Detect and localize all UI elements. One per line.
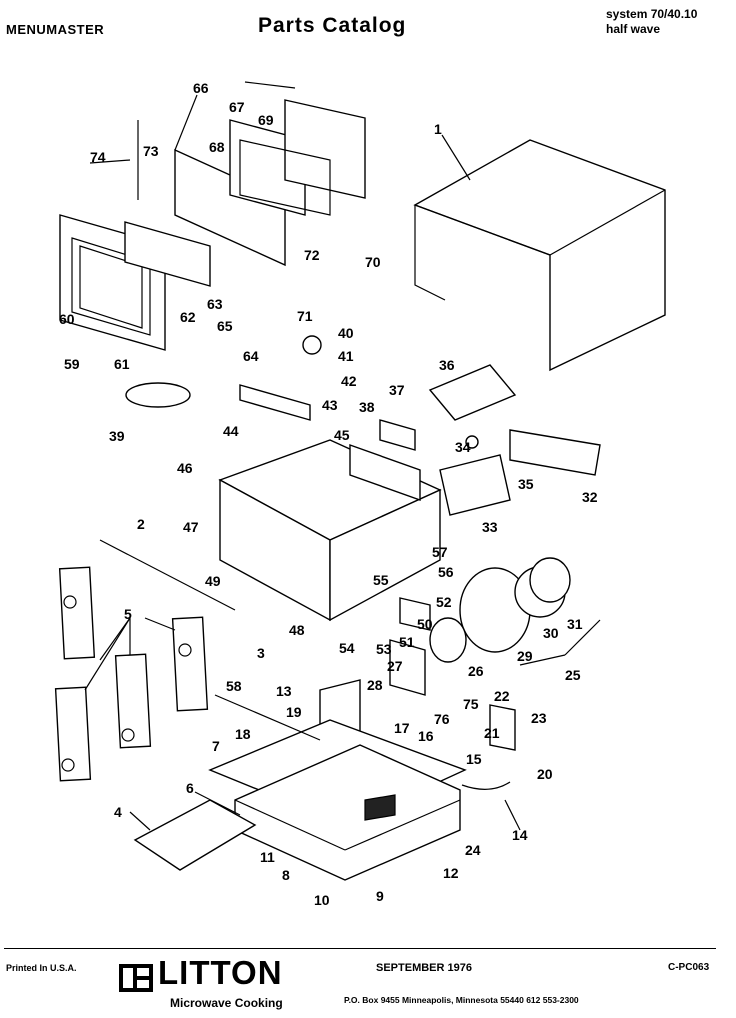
callout-2: 2: [137, 516, 145, 532]
callout-64: 64: [243, 348, 259, 364]
callout-61: 61: [114, 356, 130, 372]
callout-28: 28: [367, 677, 383, 693]
callout-49: 49: [205, 573, 221, 589]
callout-46: 46: [177, 460, 193, 476]
callout-6: 6: [186, 780, 194, 796]
callout-leader-lines: [84, 94, 601, 831]
callout-29: 29: [517, 648, 533, 664]
callout-3: 3: [257, 645, 265, 661]
callout-labels: 1 2 3 4 5 6 7 8 9 10 11 12 13 14 15 16 1…: [59, 80, 598, 908]
callout-25: 25: [565, 667, 581, 683]
callout-75: 75: [463, 696, 479, 712]
callout-58: 58: [226, 678, 242, 694]
callout-36: 36: [439, 357, 455, 373]
callout-66: 66: [193, 80, 209, 96]
callout-45: 45: [334, 427, 350, 443]
callout-27: 27: [387, 658, 403, 674]
callout-54: 54: [339, 640, 355, 656]
callout-24: 24: [465, 842, 481, 858]
logo-subtitle: Microwave Cooking: [170, 996, 283, 1010]
callout-17: 17: [394, 720, 410, 736]
callout-35: 35: [518, 476, 534, 492]
callout-31: 31: [567, 616, 583, 632]
callout-14: 14: [512, 827, 528, 843]
callout-65: 65: [217, 318, 233, 334]
door-assembly-drawing: [59, 81, 366, 351]
callout-48: 48: [289, 622, 305, 638]
callout-34: 34: [455, 439, 471, 455]
callout-44: 44: [223, 423, 239, 439]
litton-wordmark: LITTON: [158, 954, 283, 991]
callout-63: 63: [207, 296, 223, 312]
callout-50: 50: [417, 616, 433, 632]
callout-13: 13: [276, 683, 292, 699]
callout-67: 67: [229, 99, 245, 115]
page-title: Parts Catalog: [258, 14, 407, 37]
callout-51: 51: [399, 634, 415, 650]
callout-22: 22: [494, 688, 510, 704]
callout-1: 1: [434, 121, 442, 137]
control-panel-drawings: [54, 566, 209, 782]
callout-30: 30: [543, 625, 559, 641]
callout-47: 47: [183, 519, 199, 535]
callout-39: 39: [109, 428, 125, 444]
callout-57: 57: [432, 544, 448, 560]
callout-5: 5: [124, 606, 132, 622]
chassis-base-drawing: [99, 539, 511, 881]
callout-9: 9: [376, 888, 384, 904]
brand-name: MENUMASTER: [6, 22, 105, 37]
callout-76: 76: [434, 711, 450, 727]
callout-52: 52: [436, 594, 452, 610]
litton-logo-icon: [119, 964, 153, 992]
callout-38: 38: [359, 399, 375, 415]
callout-59: 59: [64, 356, 80, 372]
callout-70: 70: [365, 254, 381, 270]
callout-56: 56: [438, 564, 454, 580]
exploded-parts-diagram: 1 2 3 4 5 6 7 8 9 10 11 12 13 14 15 16 1…: [54, 80, 666, 908]
callout-53: 53: [376, 641, 392, 657]
callout-4: 4: [114, 804, 122, 820]
callout-7: 7: [212, 738, 220, 754]
callout-74: 74: [90, 149, 106, 165]
callout-72: 72: [304, 247, 320, 263]
callout-10: 10: [314, 892, 330, 908]
callout-33: 33: [482, 519, 498, 535]
publication-date: SEPTEMBER 1976: [376, 962, 472, 974]
callout-73: 73: [143, 143, 159, 159]
callout-11: 11: [260, 849, 275, 865]
footer-rule: [4, 948, 716, 949]
oven-cavity-drawing: [218, 439, 442, 622]
callout-41: 41: [338, 348, 354, 364]
outer-cabinet-drawing: [413, 139, 666, 372]
system-variant: half wave: [606, 22, 661, 36]
callout-62: 62: [180, 309, 196, 325]
callout-26: 26: [468, 663, 484, 679]
callout-23: 23: [531, 710, 547, 726]
callout-19: 19: [286, 704, 302, 720]
printed-note: Printed In U.S.A.: [6, 963, 77, 973]
callout-16: 16: [418, 728, 434, 744]
callout-71: 71: [297, 308, 313, 324]
callout-43: 43: [322, 397, 338, 413]
callout-20: 20: [537, 766, 553, 782]
component-drawings: [125, 335, 601, 771]
callout-12: 12: [443, 865, 459, 881]
callout-55: 55: [373, 572, 389, 588]
callout-42: 42: [341, 373, 357, 389]
company-address: P.O. Box 9455 Minneapolis, Minnesota 554…: [344, 995, 579, 1005]
callout-18: 18: [235, 726, 251, 742]
callout-8: 8: [282, 867, 290, 883]
system-model: system 70/40.10: [606, 7, 698, 21]
callout-32: 32: [582, 489, 598, 505]
callout-15: 15: [466, 751, 482, 767]
callout-21: 21: [484, 725, 500, 741]
callout-69: 69: [258, 112, 274, 128]
callout-60: 60: [59, 311, 75, 327]
callout-40: 40: [338, 325, 354, 341]
catalog-code: C-PC063: [668, 962, 710, 973]
callout-68: 68: [209, 139, 225, 155]
callout-37: 37: [389, 382, 405, 398]
